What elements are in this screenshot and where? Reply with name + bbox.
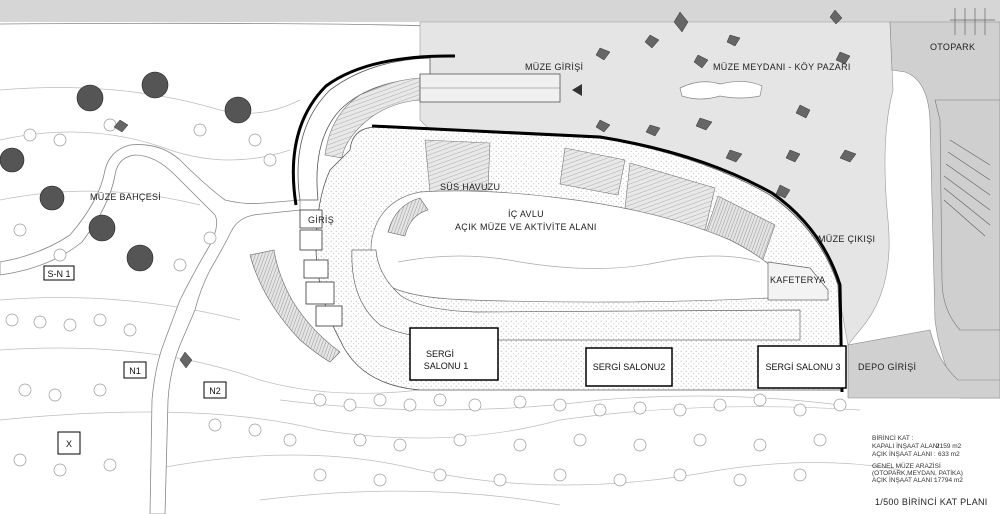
label-sus-havuzu: SÜS HAVUZU: [440, 182, 500, 192]
sn1-box: [43, 265, 75, 281]
n1-box: [123, 361, 147, 379]
label-otopark: OTOPARK: [930, 42, 975, 52]
area-genel-2: (OTOPARK,MEYDAN, PATİKA): [872, 468, 963, 477]
area-genel-label: AÇIK İNŞAAT ALANI :: [872, 475, 936, 484]
courtyard-water-line: [397, 255, 761, 269]
label-giris: GİRİŞ: [308, 215, 334, 225]
plaza-canopies: [113, 9, 857, 369]
label-muze-girisi: MÜZE GİRİŞİ: [525, 62, 583, 72]
n2-box: [203, 381, 227, 399]
label-acik-muze: AÇIK MÜZE VE AKTİVİTE ALANI: [455, 222, 597, 232]
label-kafeterya: KAFETERYA: [770, 275, 825, 285]
plan-title: 1/500 BİRİNCİ KAT PLANI: [875, 497, 988, 507]
road-bottom: [847, 329, 1000, 399]
area-genel-value: 17794 m2: [934, 477, 963, 484]
label-depo-girisi: DEPO GİRİŞİ: [858, 362, 916, 372]
parking-stalls: [943, 8, 995, 237]
area-acik-label: AÇIK İNŞAAT ALANI :: [872, 449, 936, 458]
label-sergi-1-b: SALONU 1: [424, 361, 469, 371]
exhibition-hall-1: [409, 327, 499, 381]
plaza-fountain: [679, 81, 763, 100]
label-sergi-3: SERGİ SALONU 3: [765, 362, 840, 372]
garden-path: [0, 144, 301, 514]
entrance-arrow: [572, 84, 582, 96]
top-road-edge: [0, 22, 431, 27]
label-muze-bahcesi: MÜZE BAHÇESİ: [90, 192, 161, 202]
area-genel-1: GENEL MÜZE ARAZİSİ: [872, 461, 941, 470]
west-wing-ring: [297, 57, 431, 201]
roof-block-1: [424, 139, 491, 193]
garden-trees-light: [5, 118, 847, 487]
label-sergi-1-a: SERGİ: [426, 349, 454, 359]
corridor-ring: [351, 249, 801, 341]
amphitheatre-steps: [387, 197, 429, 237]
main-building-roof-wall: [371, 124, 844, 393]
label-n2: N2: [209, 386, 221, 396]
area-kapali-value: 2159 m2: [936, 443, 962, 450]
west-wing-outer-wall: [291, 54, 456, 206]
label-muze-cikisi: MÜZE ÇIKIŞI: [818, 234, 875, 244]
area-kapali-label: KAPALI İNŞAAT ALANI :: [872, 441, 943, 450]
x-box: [57, 431, 81, 455]
label-ic-avlu: İÇ AVLU: [508, 209, 544, 219]
label-sergi-2: SERGİ SALONU2: [593, 362, 666, 372]
label-sn1: S-N 1: [47, 269, 70, 279]
exhibition-hall-2: [585, 347, 673, 387]
cafeteria-block: [767, 261, 829, 301]
west-stairs: [249, 249, 341, 363]
label-n1: N1: [129, 366, 141, 376]
area-acik-value: 633 m2: [938, 451, 960, 458]
west-rooms: [299, 209, 343, 327]
label-muze-meydani: MÜZE MEYDANI - KÖY PAZARI: [713, 62, 851, 72]
area-heading: BİRİNCİ KAT :: [872, 433, 913, 442]
contour-lines: [0, 87, 901, 506]
garden-trees-dark: [0, 71, 252, 272]
roof-block-2: [559, 147, 626, 196]
label-x: X: [66, 439, 72, 449]
exhibition-hall-3: [757, 345, 847, 389]
top-road: [0, 0, 1000, 22]
parking-lot: [934, 99, 1000, 331]
